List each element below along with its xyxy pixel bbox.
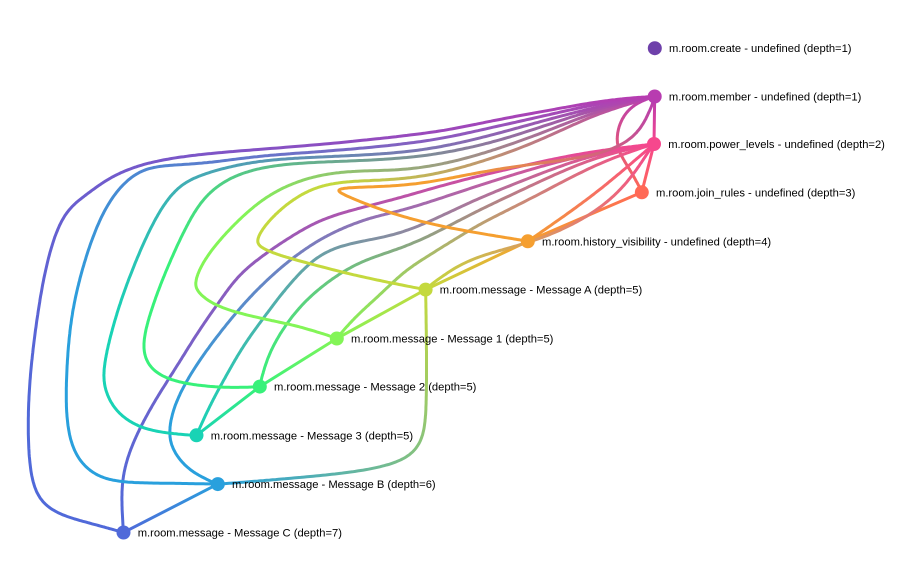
svg-text:m.room.message - Message 1 (de: m.room.message - Message 1 (depth=5) <box>351 334 554 346</box>
svg-text:m.room.member - undefined (dep: m.room.member - undefined (depth=1) <box>669 92 862 104</box>
svg-text:m.room.message - Message 2 (de: m.room.message - Message 2 (depth=5) <box>274 382 477 394</box>
svg-text:m.room.message - Message 3 (de: m.room.message - Message 3 (depth=5) <box>211 430 414 442</box>
svg-text:m.room.join_rules - undefined: m.room.join_rules - undefined (depth=3) <box>656 187 856 199</box>
svg-text:m.room.create - undefined (dep: m.room.create - undefined (depth=1) <box>669 43 852 55</box>
svg-text:m.room.message - Message C (de: m.room.message - Message C (depth=7) <box>138 528 343 540</box>
svg-text:m.room.message - Message B (de: m.room.message - Message B (depth=6) <box>232 479 436 491</box>
svg-text:m.room.message - Message A (de: m.room.message - Message A (depth=5) <box>440 285 643 297</box>
svg-text:m.room.history_visibility - un: m.room.history_visibility - undefined (d… <box>542 236 771 248</box>
svg-text:m.room.power_levels - undefine: m.room.power_levels - undefined (depth=2… <box>668 139 885 151</box>
